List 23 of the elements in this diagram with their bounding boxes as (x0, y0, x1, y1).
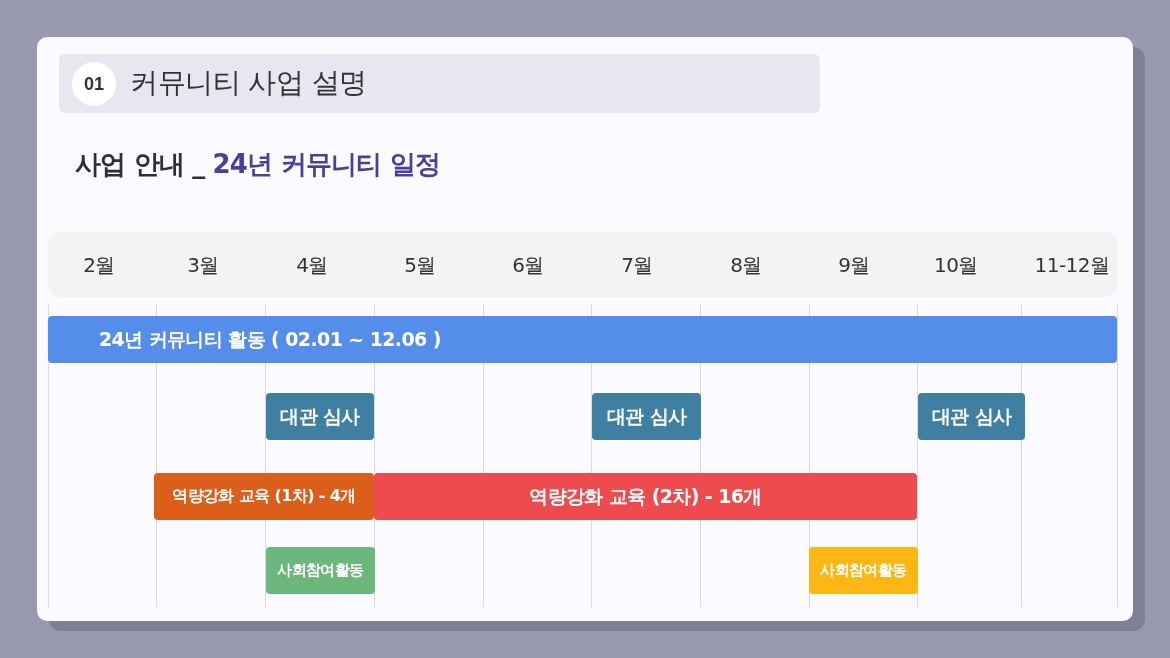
month-label: 2월 (83, 254, 115, 276)
schedule-bar: 역량강화 교육 (2차) - 16개 (374, 473, 917, 520)
schedule-bar: 역량강화 교육 (1차) - 4개 (154, 473, 374, 520)
schedule-bar: 대관 심사 (918, 393, 1025, 440)
schedule-bar: 대관 심사 (266, 393, 374, 440)
subtitle-highlight: 24년 커뮤니티 일정 (212, 148, 440, 181)
month-label: 4월 (296, 254, 328, 276)
section-header-bar (59, 54, 820, 113)
section-title: 커뮤니티 사업 설명 (130, 66, 367, 100)
schedule-bar: 24년 커뮤니티 활동 ( 02.01 ~ 12.06 ) (48, 316, 1117, 363)
month-label: 11-12월 (1034, 254, 1110, 276)
schedule-bar: 사회참여활동 (266, 547, 375, 594)
schedule-bar: 대관 심사 (592, 393, 701, 440)
subtitle-text: 사업 안내 _ (75, 148, 205, 181)
month-label: 8월 (730, 254, 762, 276)
month-label: 10월 (934, 254, 978, 276)
schedule-bar: 사회참여활동 (809, 547, 918, 594)
month-label: 5월 (404, 254, 436, 276)
month-label: 7월 (621, 254, 653, 276)
month-label: 9월 (838, 254, 870, 276)
month-label: 6월 (512, 254, 544, 276)
month-label: 3월 (187, 254, 219, 276)
section-number-circle: 01 (72, 62, 116, 106)
